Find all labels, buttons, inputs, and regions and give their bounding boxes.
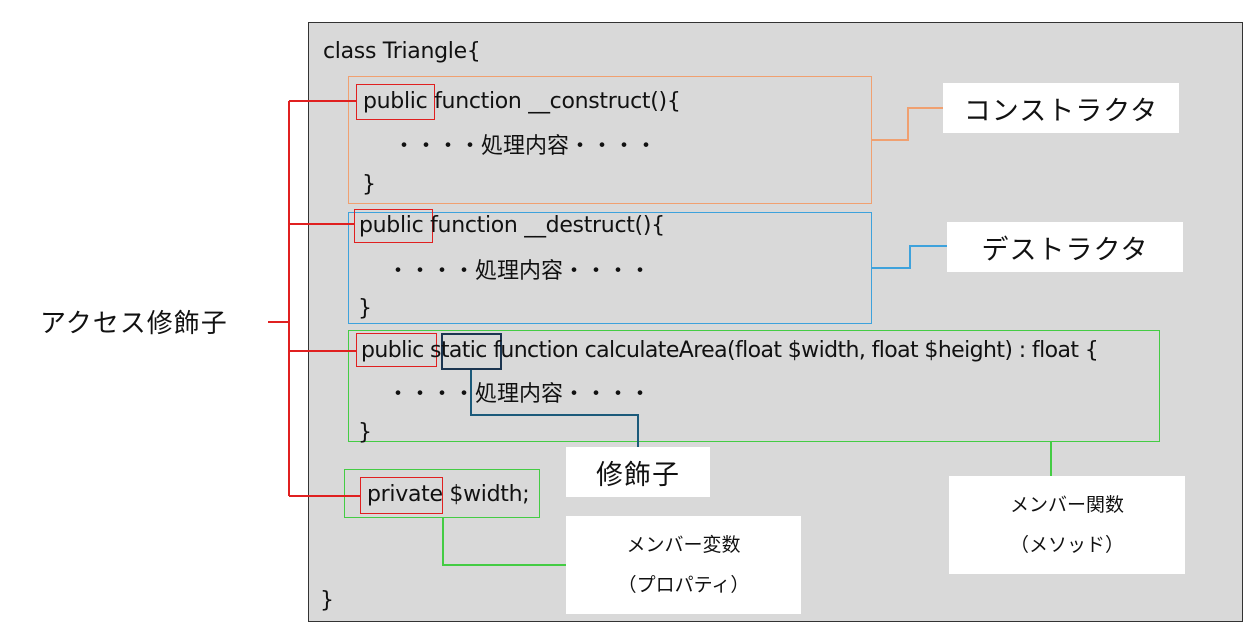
destructor-label: デストラクタ [947,222,1183,272]
member-function-label-line2: （メソッド） [1009,534,1124,556]
constructor-modifier: public [363,89,428,114]
constructor-signature-rest: function __construct(){ [427,89,681,114]
destructor-body: ・・・・処理内容・・・・ [387,259,652,284]
method-body: ・・・・処理内容・・・・ [387,382,652,407]
constructor-body: ・・・・処理内容・・・・ [393,134,658,159]
member-function-label: メンバー関数 （メソッド） [949,476,1185,574]
property-box [344,469,540,518]
method-modifier: public [361,338,424,363]
access-modifier-label: アクセス修飾子 [40,309,228,339]
member-variable-label-line1: メンバー変数 [626,534,741,556]
destructor-box [348,212,872,324]
constructor-public-highlight [356,84,435,120]
property-private-highlight [360,477,443,514]
member-variable-label: メンバー変数 （プロパティ） [566,516,801,614]
constructor-label: コンストラクタ [943,83,1179,133]
property-declaration-rest: $width; [442,482,530,507]
destructor-signature-rest: function __destruct(){ [423,213,665,238]
constructor-close-brace: } [362,172,376,197]
destructor-public-highlight [354,209,433,243]
destructor-modifier: public [359,213,424,238]
member-variable-label-line2: （プロパティ） [617,574,750,596]
method-box [348,330,1160,442]
modifier-label: 修飾子 [566,447,710,497]
static-highlight [441,333,502,370]
method-signature-rest: function calculateArea(float $width, flo… [486,338,1099,363]
constructor-signature: public function __construct(){ [363,89,681,114]
class-close-brace: } [320,588,334,613]
property-declaration: private $width; [367,482,530,507]
destructor-signature: public function __destruct(){ [359,213,665,238]
method-public-highlight [356,333,437,367]
property-modifier: private [367,482,443,507]
method-static: static [430,338,487,363]
method-close-brace: } [358,420,372,445]
member-function-label-line1: メンバー関数 [1009,494,1124,516]
method-signature: public static function calculateArea(flo… [361,338,1099,363]
class-declaration: class Triangle{ [323,39,481,64]
destructor-close-brace: } [358,296,372,321]
constructor-box [348,76,872,204]
